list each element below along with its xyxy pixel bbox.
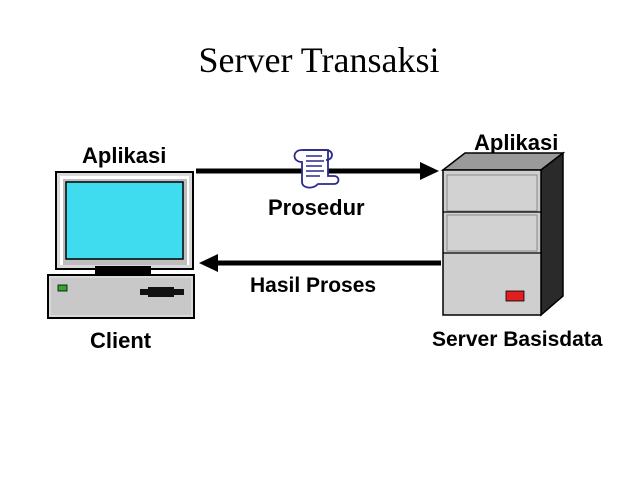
scroll-document-icon — [293, 149, 340, 189]
server-led — [505, 290, 525, 302]
request-label: Prosedur — [268, 195, 365, 220]
server-application-label: Aplikasi — [474, 130, 559, 155]
client-application-label: Aplikasi — [82, 143, 167, 168]
response-arrow — [199, 254, 441, 272]
monitor-screen — [65, 181, 184, 260]
server-tower-icon — [440, 151, 566, 317]
response-label: Hasil Proses — [250, 274, 377, 297]
server-label: Server Basisdata — [432, 328, 603, 351]
diagram-title: Server Transaksi — [198, 40, 440, 80]
power-led — [57, 284, 68, 292]
client-label: Client — [90, 328, 152, 353]
desktop-computer-icon — [47, 171, 195, 319]
